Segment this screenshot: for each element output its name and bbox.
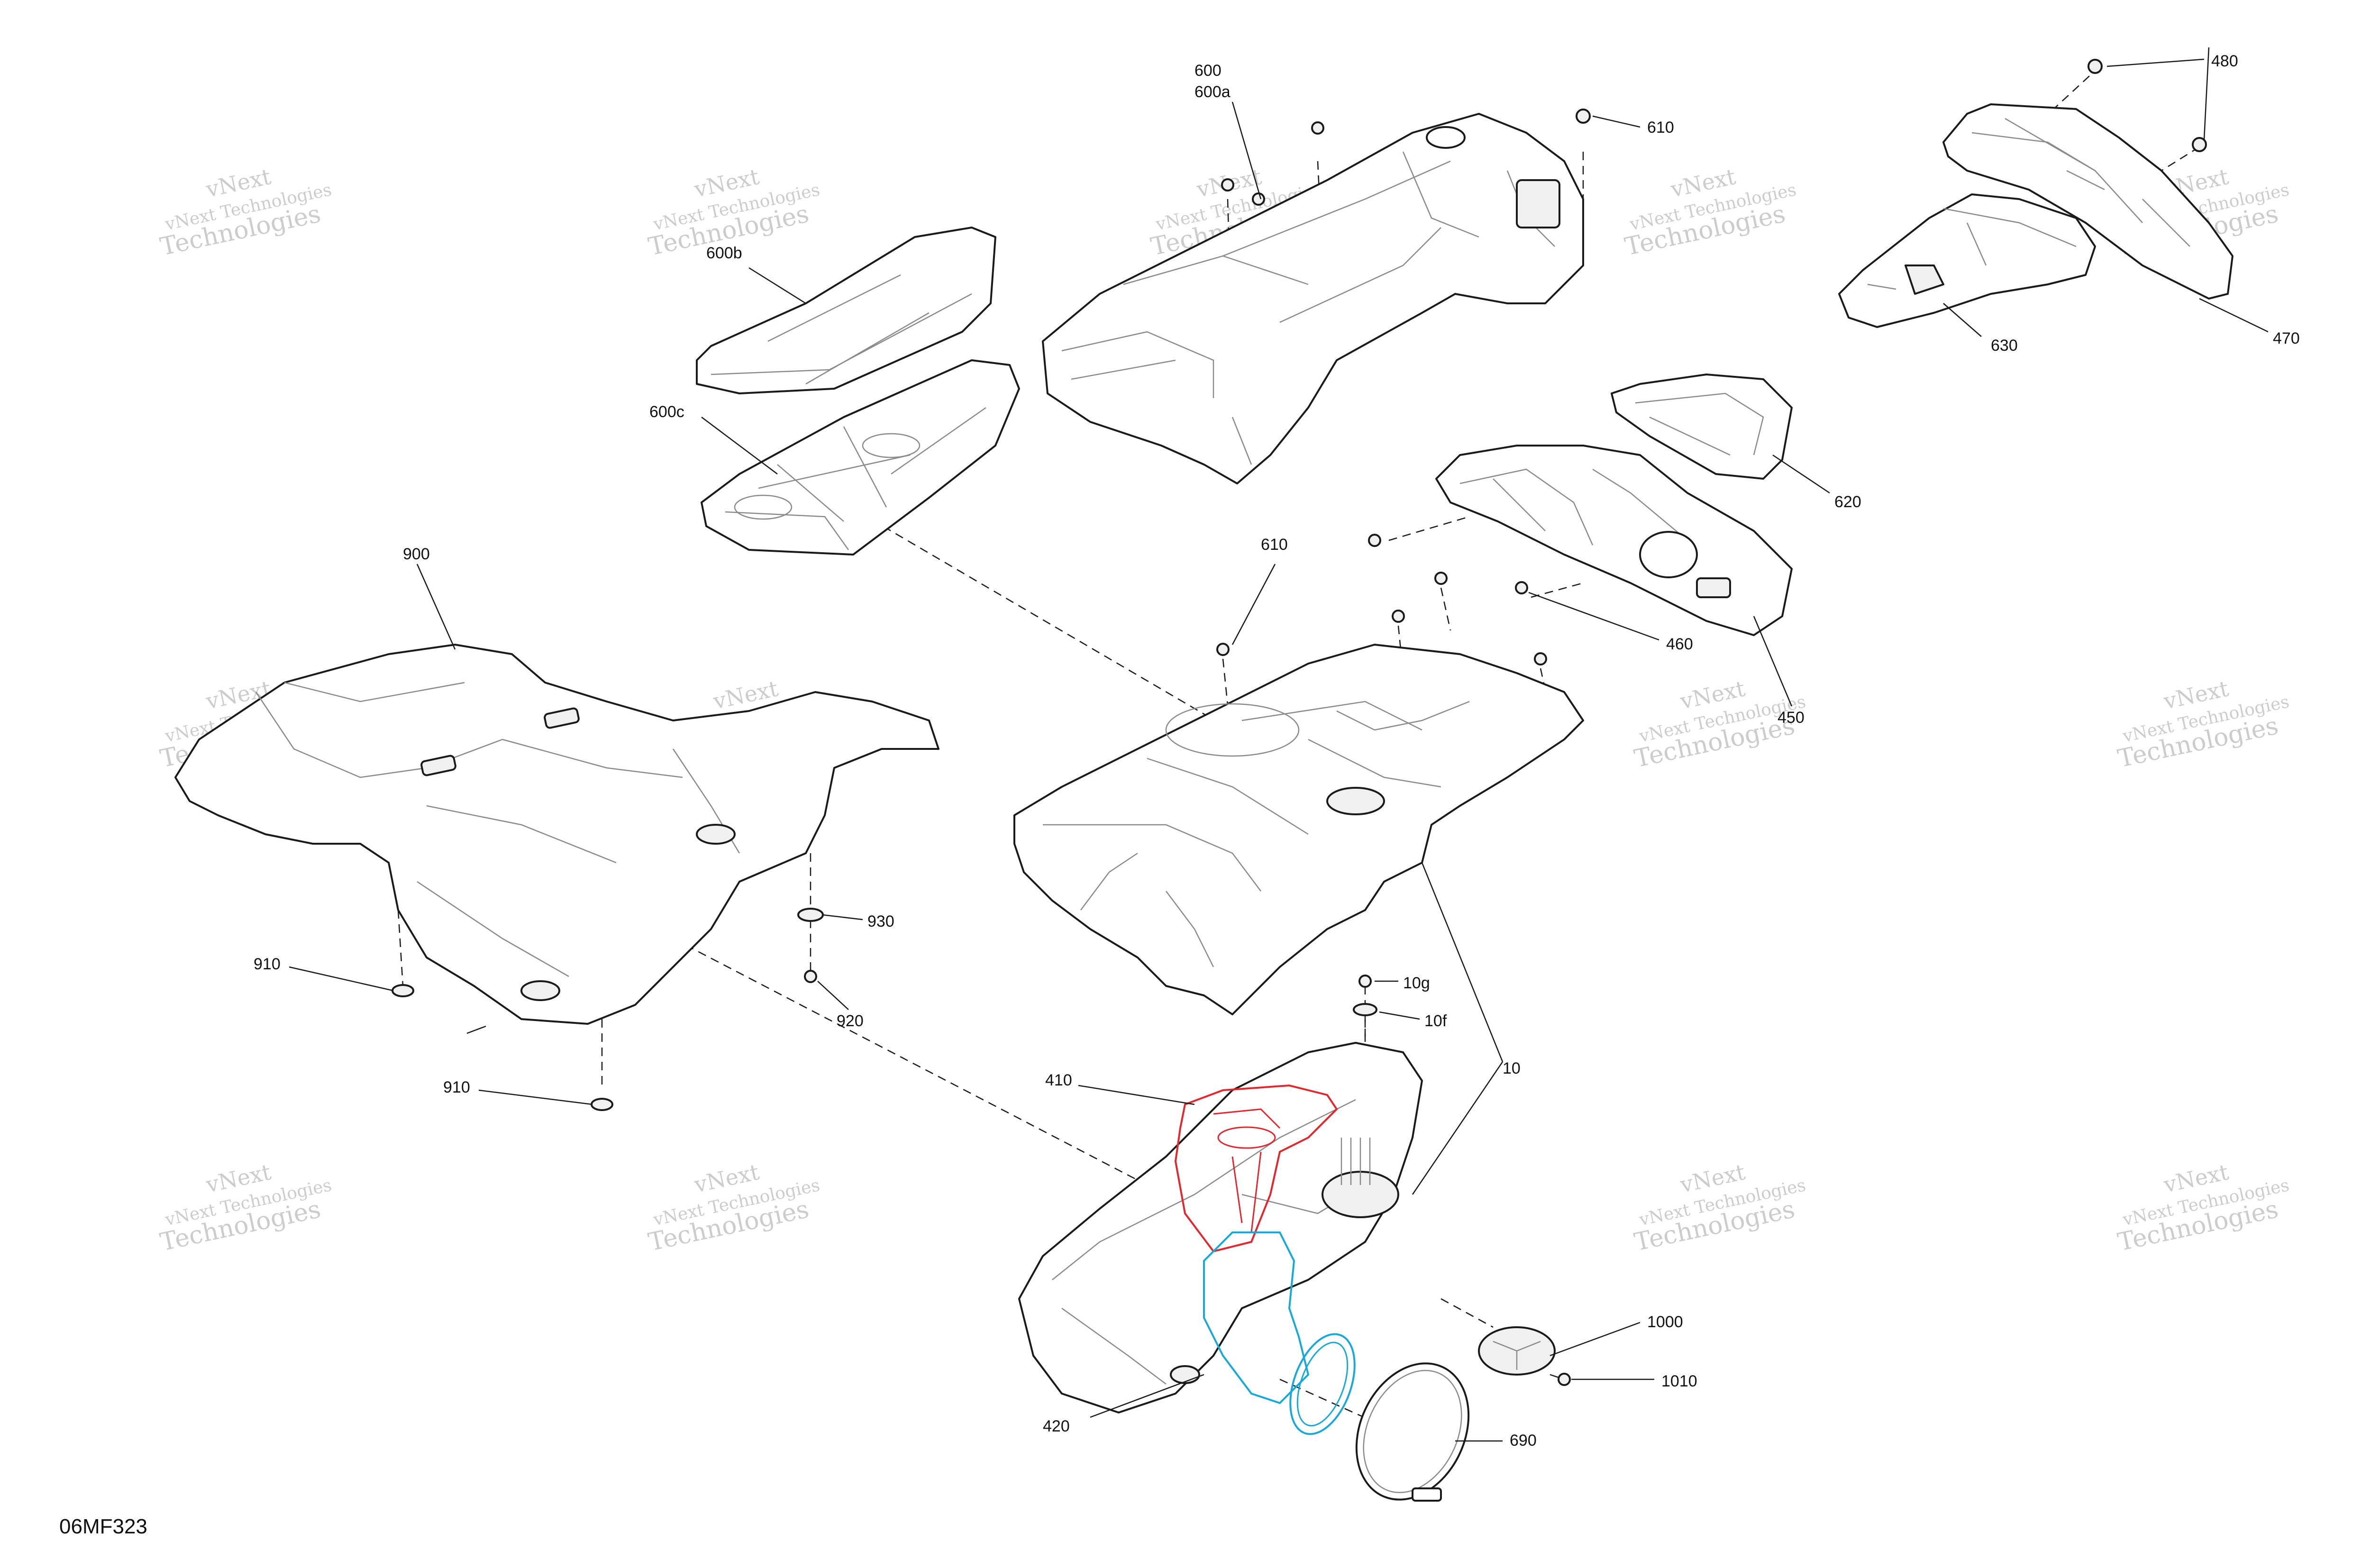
part-1000-cap (1478, 1326, 1556, 1376)
screw-icon (1434, 572, 1448, 585)
screw-icon (1576, 109, 1591, 124)
watermark: vNext vNext Technologies Technologies (158, 1159, 334, 1257)
callout-600c: 600c (649, 403, 684, 421)
watermark: vNext vNext Technologies Technologies (646, 1159, 822, 1257)
callout-600a: 600a (1194, 83, 1231, 101)
screw-icon (1368, 534, 1381, 547)
figure-id: 06MF323 (59, 1515, 147, 1538)
part-470-side-panel (1942, 103, 2233, 300)
screw-icon (2087, 59, 2103, 74)
washer-icon (591, 1098, 613, 1111)
part-410-funnel-highlight (1174, 1084, 1338, 1253)
callout-610-top: 610 (1647, 119, 1674, 137)
watermark: vNext vNext Technologies Technologies (1632, 1159, 1808, 1257)
screw-icon (1515, 581, 1528, 594)
screw-icon (1534, 652, 1547, 665)
clip-icon (466, 1025, 486, 1034)
screw-icon (1252, 192, 1265, 206)
callout-450: 450 (1778, 709, 1805, 727)
washer-icon (1353, 1003, 1377, 1016)
part-420-duct-highlight (1203, 1231, 1356, 1435)
part-630-cover (1838, 193, 2096, 328)
callout-10f: 10f (1424, 1012, 1447, 1030)
part-600b-seat-foam (696, 227, 996, 394)
washer-icon (797, 908, 824, 922)
callout-1000: 1000 (1647, 1313, 1683, 1331)
callout-900: 900 (403, 545, 430, 563)
screw-icon (1216, 643, 1230, 656)
callout-910-lower: 910 (443, 1078, 470, 1096)
watermark: vNext vNext Technologies Technologies (158, 164, 334, 261)
callout-910-upper: 910 (254, 955, 281, 973)
washer-icon (392, 984, 414, 997)
watermark: vNext vNext Technologies Technologies (2115, 675, 2291, 773)
part-690-clamp (1355, 1362, 1470, 1502)
callout-480: 480 (2211, 52, 2238, 70)
callout-410: 410 (1045, 1071, 1072, 1089)
screw-icon (804, 970, 817, 983)
fasteners (392, 59, 2207, 1386)
callout-600: 600 (1194, 62, 1221, 80)
callout-610-mid: 610 (1261, 536, 1288, 554)
watermark: vNext vNext Technologies Technologies (1623, 164, 1798, 261)
callout-10: 10 (1503, 1059, 1521, 1077)
callout-labels: 600 600a 600b 600c 610 610 480 470 630 6… (254, 52, 2300, 1449)
part-900-floor-cover (174, 644, 939, 1025)
callout-470: 470 (2273, 329, 2300, 347)
part-620-bezel (1611, 374, 1793, 480)
part-600-upper-duct (1042, 113, 1584, 484)
nut-icon (1558, 1373, 1571, 1386)
screw-icon (1221, 178, 1234, 191)
callout-420: 420 (1043, 1417, 1070, 1435)
part-450-console-panel (1435, 445, 1793, 636)
callout-460: 460 (1666, 635, 1693, 653)
callout-1010: 1010 (1661, 1372, 1697, 1390)
callout-630: 630 (1991, 337, 2018, 355)
callout-600b: 600b (706, 244, 742, 262)
part-10-console-body (1013, 644, 1584, 1015)
callout-920: 920 (837, 1012, 864, 1030)
part-600c-seat-frame (701, 359, 1020, 556)
screw-icon (1358, 975, 1372, 988)
callout-690: 690 (1510, 1431, 1537, 1449)
callout-930: 930 (867, 912, 894, 930)
leader-lines (289, 47, 2269, 1442)
callout-10g: 10g (1403, 974, 1430, 992)
callout-620: 620 (1834, 493, 1861, 511)
watermark: vNext vNext Technologies Technologies (2115, 1159, 2291, 1257)
screw-icon (2192, 137, 2207, 152)
screw-icon (1311, 121, 1324, 135)
part-airbox-lower (1018, 1042, 1423, 1413)
screw-icon (1392, 610, 1405, 623)
